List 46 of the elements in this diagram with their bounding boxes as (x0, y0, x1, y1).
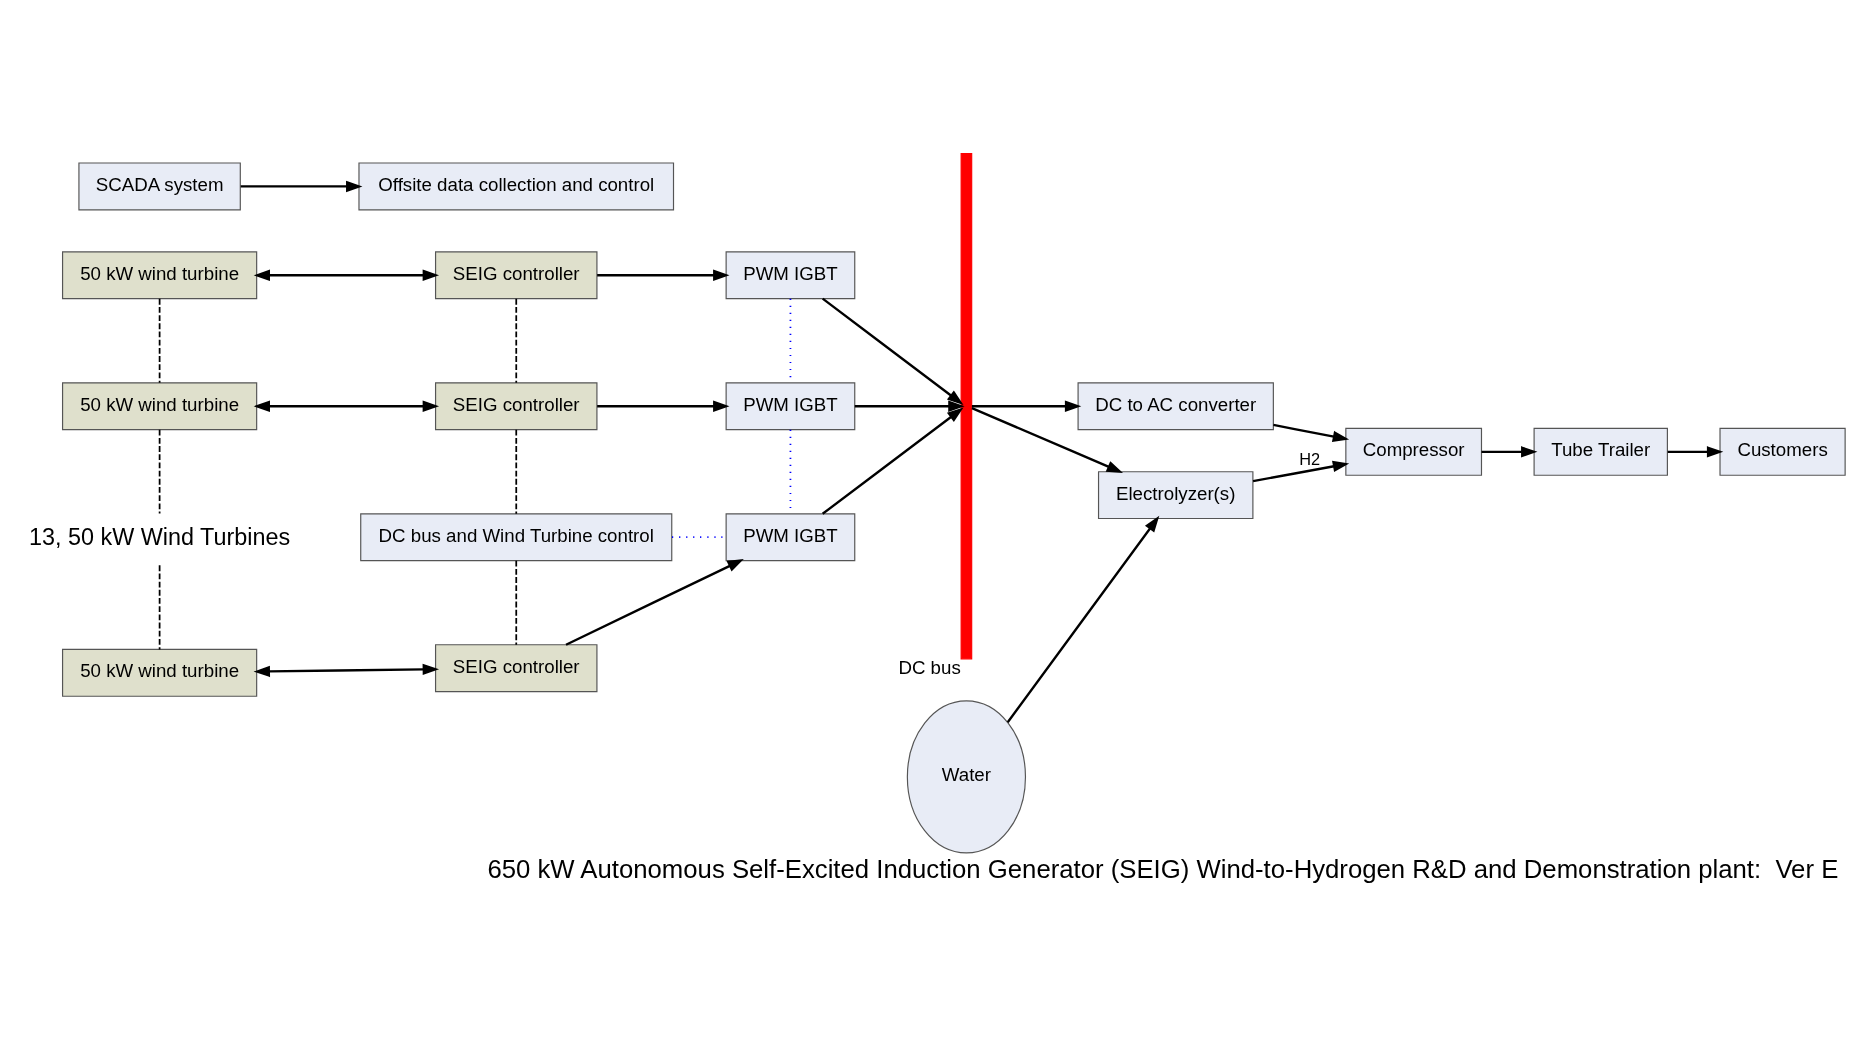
arrow (253, 400, 440, 412)
arrow (971, 406, 1123, 473)
arrow (821, 407, 964, 515)
arrow (821, 297, 964, 405)
connector (158, 428, 161, 514)
arrow (253, 663, 440, 677)
arrow (1252, 460, 1350, 482)
node-box: Tube Trailer (1533, 427, 1668, 476)
node-box: PWM IGBT (725, 381, 856, 430)
arrow (1481, 445, 1538, 458)
arrow (253, 269, 440, 281)
connector (515, 297, 518, 384)
node-box: SEIG controller (434, 643, 598, 692)
arrow (597, 400, 730, 412)
node-box: DC bus and Wind Turbine control (360, 512, 673, 561)
node-box: DC to AC converter (1077, 381, 1274, 430)
node-box: Customers (1719, 427, 1846, 476)
connector (515, 428, 518, 515)
caption: 650 kW Autonomous Self-Excited Induction Generator (SEIG) Wind-to-Hydrogen R&D and Demonstration plant: Ver E (487, 854, 1839, 883)
node-text: 13, 50 kW Wind Turbines (29, 523, 291, 550)
arrow (1006, 515, 1160, 723)
connector (515, 559, 518, 645)
arrow (854, 400, 965, 412)
node-box: SEIG controller (434, 250, 598, 299)
arrow (597, 269, 730, 281)
node-box: 50 kW wind turbine (61, 381, 258, 430)
arrow (1273, 423, 1350, 442)
edge-label: H2 (1299, 449, 1321, 468)
arrow (565, 558, 744, 646)
node-box: Offsite data collection and control (358, 161, 675, 210)
node-box: 50 kW wind turbine (61, 250, 258, 299)
node-box: PWM IGBT (725, 250, 856, 299)
node-box: 50 kW wind turbine (61, 648, 258, 697)
node-box: Compressor (1345, 427, 1483, 476)
connector (158, 563, 161, 650)
node-box: Electrolyzer(s) (1097, 470, 1254, 519)
node-ellipse: Water (906, 699, 1027, 853)
connector (158, 297, 161, 384)
node-bar (960, 152, 973, 659)
node-box: SEIG controller (434, 381, 598, 430)
arrow (971, 400, 1082, 412)
node-box: SCADA system (78, 161, 241, 210)
arrow (1667, 445, 1724, 458)
arrow (240, 180, 363, 192)
node-label: DC bus (898, 656, 961, 678)
node-box: PWM IGBT (725, 512, 856, 561)
